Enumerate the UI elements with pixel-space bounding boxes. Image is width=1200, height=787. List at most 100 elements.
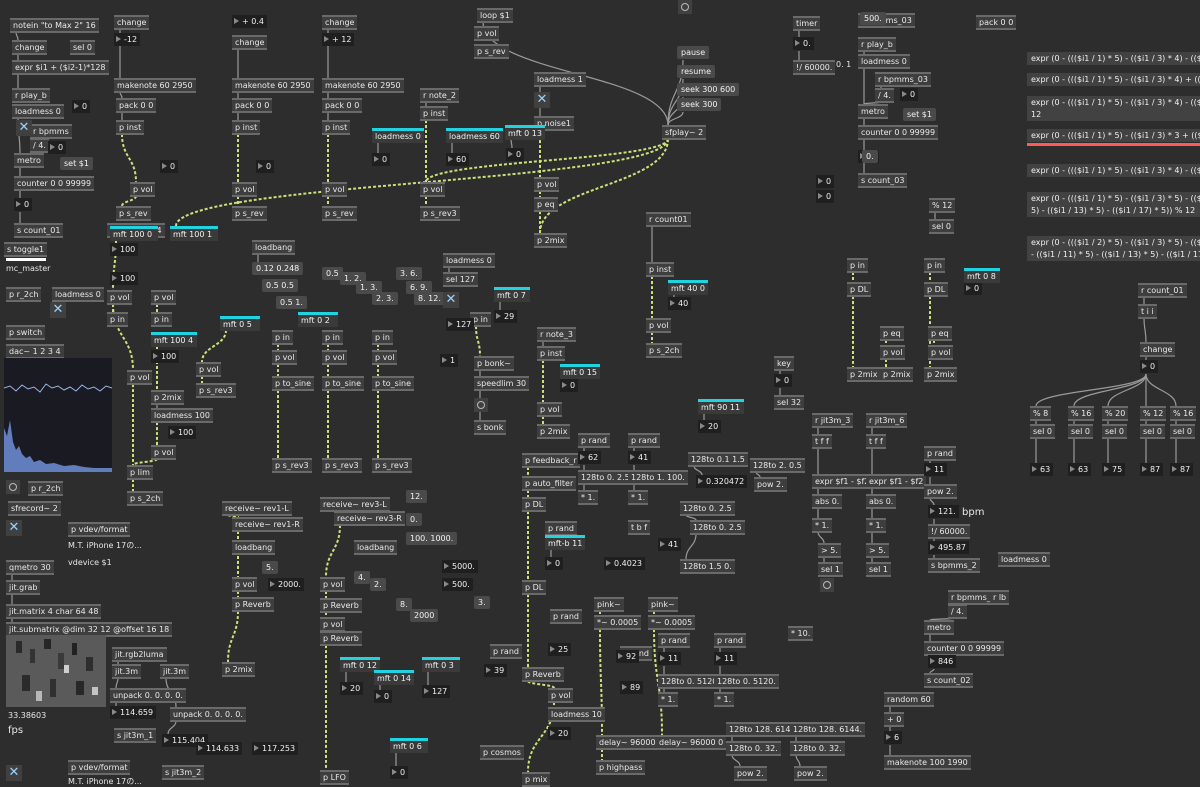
max-object-o211[interactable]: p 2mix [880,367,914,382]
max-object-o171[interactable]: receive~ rev1-R [232,517,303,532]
number-box-n23[interactable]: 29 [494,310,518,323]
number-box-n21[interactable]: 40 [668,297,692,310]
max-object-o42[interactable]: p vol [232,182,258,197]
max-object-o133[interactable]: 128to 0.1 1.5 [688,452,748,467]
max-object-o73[interactable]: % 12 [929,198,956,213]
max-object-o193[interactable]: pow 2. [924,484,957,499]
max-object-o168[interactable]: p vol [320,577,346,592]
max-object-o50[interactable]: r note_2 [420,88,459,103]
slider-box-s17[interactable]: mft 0 3 [422,657,460,672]
max-object-o110[interactable]: p inst [537,346,566,361]
max-object-o227[interactable]: sel 0 [1140,424,1165,439]
max-object-o148[interactable]: 128to 0. 5120. [658,674,723,689]
max-object-o149[interactable]: 128to 0. 5120. [714,674,779,689]
number-box-n43[interactable]: 121. [928,505,959,518]
max-object-o145[interactable]: p rand [490,644,522,659]
max-object-o14[interactable]: loadmess 0 [52,287,104,302]
sel-bang-2[interactable] [678,0,692,14]
max-object-o23[interactable]: jit.rgb2luma [112,647,167,662]
message-box-m25[interactable]: 3. [474,596,490,609]
message-box-m18[interactable]: 12. [406,490,427,503]
number-box-n7[interactable]: 0 [160,160,179,173]
max-object-o163[interactable]: p vol [320,617,346,632]
max-object-o30[interactable]: p vdev/format [68,522,131,537]
max-object-o100[interactable]: p to_sine [322,376,365,391]
max-object-o69[interactable]: / 4. [875,88,894,103]
message-box-m11[interactable]: 0.5 [322,267,343,280]
number-box-n28[interactable]: 62 [578,451,602,464]
max-object-o48[interactable]: p vol [322,182,348,197]
max-object-o174[interactable]: p Reverb [232,597,274,612]
max-object-o114[interactable]: p vol [537,402,563,417]
message-box-m17[interactable]: 8. 12. [414,292,445,305]
max-object-o167[interactable]: loadbang [354,540,398,555]
max-object-o59[interactable]: p vol [534,177,560,192]
number-box-n16[interactable]: 0 [900,88,919,101]
expr-object-8[interactable]: expr (0 - ((($i1 / 2) * 5) - (($i1 / 3) … [1027,236,1200,249]
max-object-o116[interactable]: p feedback_r [522,453,580,468]
max-object-o226[interactable]: % 12 [1140,406,1167,421]
max-object-o27[interactable]: s jit3m_1 [114,728,157,743]
max-object-o8[interactable]: / 4. [30,138,49,153]
bonk-bang[interactable] [474,398,488,412]
max-object-o68[interactable]: r bpmms_03 [875,72,931,87]
number-box-n14[interactable]: 0 [816,175,835,188]
max-object-o90[interactable]: p vol [151,445,177,460]
max-object-o85[interactable]: p vol [196,362,222,377]
number-box-n1[interactable]: -12 [114,33,141,46]
max-object-o74[interactable]: sel 0 [929,219,954,234]
max-object-o53[interactable]: p s_rev3 [420,206,460,221]
slider-box-s13[interactable]: mft 90 11 [698,399,744,414]
max-object-o206[interactable]: p in [847,258,868,273]
max-object-o88[interactable]: p 2mix [151,390,185,405]
max-object-o13[interactable]: p r_2ch [6,287,42,302]
number-box-n18[interactable]: 100 [110,272,139,285]
max-object-o105[interactable]: p s_rev3 [372,458,412,473]
message-box-m8[interactable]: 0.12 0.248 [252,262,304,275]
max-object-o175[interactable]: p 2mix [222,662,256,677]
number-box-n30[interactable]: 0.320472 [696,475,748,488]
max-object-o218[interactable]: t i i [1138,304,1157,319]
max-object-o190[interactable]: > 5. [866,543,889,558]
number-box-n58[interactable]: 0 [390,766,409,779]
max-object-o29[interactable]: s jit3m_2 [162,765,205,780]
max-object-o170[interactable]: receive~ rev1-L [222,501,292,516]
message-box-m15[interactable]: 3. 6. [396,267,422,280]
max-object-o126[interactable]: p rand [578,433,610,448]
max-object-o130[interactable]: * 1. [578,490,599,505]
max-object-o75[interactable]: pack 0 0 [976,15,1017,30]
mute-toggle-icon[interactable]: ✕ [50,302,66,318]
max-object-o45[interactable]: makenote 60 2950 [322,78,404,93]
max-object-o26[interactable]: unpack 0. 0. 0. 0. [110,688,186,703]
max-object-o120[interactable]: p DL [522,580,547,595]
max-object-o222[interactable]: % 16 [1068,406,1095,421]
expr-object-9[interactable]: - (($i1 / 11) * 5) - (($i1 / 13) * 5) - … [1027,248,1200,261]
number-box-n56[interactable]: 0 [374,690,393,703]
max-object-o146[interactable]: p rand [658,633,690,648]
noise-toggle-icon[interactable]: ✕ [534,92,550,108]
max-object-o118[interactable]: p DL [522,497,547,512]
number-box-n63[interactable]: 2000. [268,578,304,591]
max-object-o78[interactable]: p vol [646,318,672,333]
max-object-o214[interactable]: p eq [928,326,952,341]
max-object-o225[interactable]: sel 0 [1102,424,1127,439]
max-object-o221[interactable]: sel 0 [1030,424,1055,439]
max-object-o15[interactable]: p switch [6,325,46,340]
number-box-n15[interactable]: 0 [816,190,835,203]
max-object-o223[interactable]: sel 0 [1068,424,1093,439]
max-object-o112[interactable]: speedlim 30 [474,376,530,391]
max-object-o56[interactable]: p s_rev [474,44,509,59]
max-object-o24[interactable]: jit.3m [112,664,142,679]
max-object-o122[interactable]: p vol [548,688,574,703]
number-box-n55[interactable]: 127 [422,685,451,698]
number-box-n36[interactable]: 39 [484,664,508,677]
expr-object-2[interactable]: expr (0 - ((($i1 / 1) * 5) - (($i1 / 3) … [1027,96,1200,109]
slider-box-s14[interactable]: mft-b 11 [545,535,586,550]
number-box-n60[interactable]: 846 [928,655,957,668]
max-object-o142[interactable]: *~ 0.0005 [648,615,696,630]
max-object-o216[interactable]: p 2mix [924,367,958,382]
number-box-n32[interactable]: 0 [545,557,564,570]
max-object-o178[interactable]: r jit3m_3 [812,413,854,428]
max-object-o157[interactable]: 128to 0. 32. [726,741,781,756]
